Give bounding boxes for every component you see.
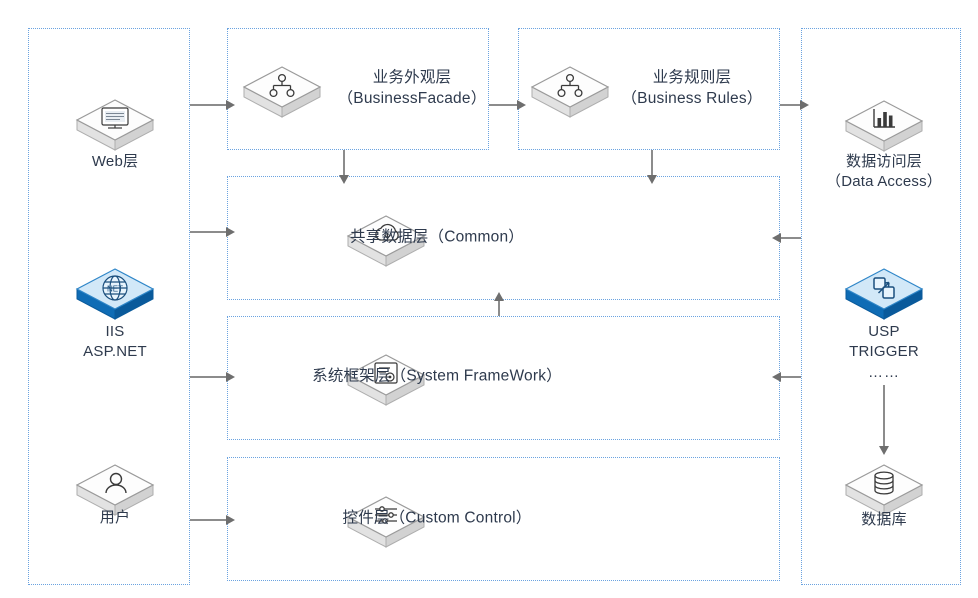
arrow-facade-to-rules: [489, 104, 518, 106]
arrow-dataaccess-to-common: [780, 237, 801, 239]
node-label-dataaccess-line2: （Data Access）: [826, 173, 942, 191]
node-label-user-line1: 用户: [99, 509, 131, 526]
arrow-web-to-facade: [190, 104, 227, 106]
org-chart-icon: [528, 57, 612, 121]
node-label-facade: 业务外观层 （BusinessFacade）: [338, 68, 487, 110]
node-label-iis-line1: IIS: [105, 323, 125, 340]
arrow-user-to-control: [190, 519, 227, 521]
bar-chart-icon: [842, 91, 926, 155]
user-icon: [73, 455, 157, 519]
arrow-rules-to-dataaccess: [780, 104, 801, 106]
node-label-iis: IIS ASP.NET: [83, 322, 147, 363]
arrowhead-iis-to-framework: [226, 372, 235, 382]
database-cylinder-icon: [842, 455, 926, 519]
node-label-web: Web层: [92, 152, 138, 172]
arrow-usp-to-database: [883, 385, 885, 447]
cloud-download-icon: [344, 206, 428, 270]
zone-facade-zone: [227, 28, 489, 150]
arrowhead-usp-to-database: [879, 446, 889, 455]
node-label-common-line1: 共享数据层（Common）: [350, 228, 524, 246]
arrowhead-facade-to-common: [339, 175, 349, 184]
zone-rules-zone: [518, 28, 780, 150]
node-label-rules-line1: 业务规则层: [652, 69, 732, 87]
document-settings-icon: [344, 345, 428, 409]
arrowhead-usp-to-framework: [772, 372, 781, 382]
sliders-icon: [344, 487, 428, 551]
node-label-iis-line2: ASP.NET: [83, 343, 147, 361]
node-label-database-line1: 数据库: [861, 511, 907, 528]
dotnet-globe-icon: NET: [73, 259, 157, 323]
monitor-icon: [73, 90, 157, 154]
arrow-iis-to-common: [190, 231, 227, 233]
arrow-rules-to-common: [651, 150, 653, 176]
arrowhead-web-to-facade: [226, 100, 235, 110]
stored-procedure-icon: [842, 259, 926, 323]
node-label-usp-line3: ……: [868, 363, 900, 381]
svg-text:NET: NET: [107, 285, 123, 294]
arrowhead-rules-to-dataaccess: [800, 100, 809, 110]
arrow-framework-to-common: [498, 300, 500, 316]
arrow-facade-to-common: [343, 150, 345, 176]
node-label-web-line1: Web层: [91, 153, 139, 170]
arrow-iis-to-framework: [190, 376, 227, 378]
node-label-facade-line1: 业务外观层: [372, 69, 452, 87]
node-label-facade-line2: （BusinessFacade）: [337, 90, 487, 107]
node-label-user: 用户: [100, 508, 130, 528]
node-label-rules-line2: （Business Rules）: [621, 90, 763, 107]
zone-left-column: [28, 28, 190, 585]
arrow-usp-to-framework: [780, 376, 801, 378]
arrowhead-dataaccess-to-common: [772, 233, 781, 243]
arrowhead-rules-to-common: [647, 175, 657, 184]
arrowhead-iis-to-common: [226, 227, 235, 237]
org-chart-icon: [240, 57, 324, 121]
node-label-usp: USP TRIGGER ……: [849, 322, 919, 383]
zone-right-column: [801, 28, 961, 585]
arrowhead-facade-to-rules: [517, 100, 526, 110]
node-label-common: 共享数据层（Common）: [350, 228, 524, 249]
node-label-rules: 业务规则层 （Business Rules）: [621, 68, 762, 110]
node-label-usp-line1: USP: [868, 323, 900, 340]
node-label-database: 数据库: [861, 510, 907, 530]
node-label-framework-line1: 系统框架层（System FrameWork）: [312, 367, 562, 385]
node-label-control-line1: 控件层（Custom Control）: [342, 509, 532, 527]
node-label-control: 控件层（Custom Control）: [343, 509, 532, 530]
node-label-framework: 系统框架层（System FrameWork）: [312, 367, 562, 388]
node-label-usp-line2: TRIGGER: [849, 343, 919, 361]
arrowhead-framework-to-common: [494, 292, 504, 301]
node-label-dataaccess: 数据访问层 （Data Access）: [826, 152, 942, 193]
node-label-dataaccess-line1: 数据访问层: [845, 153, 923, 170]
arrowhead-user-to-control: [226, 515, 235, 525]
